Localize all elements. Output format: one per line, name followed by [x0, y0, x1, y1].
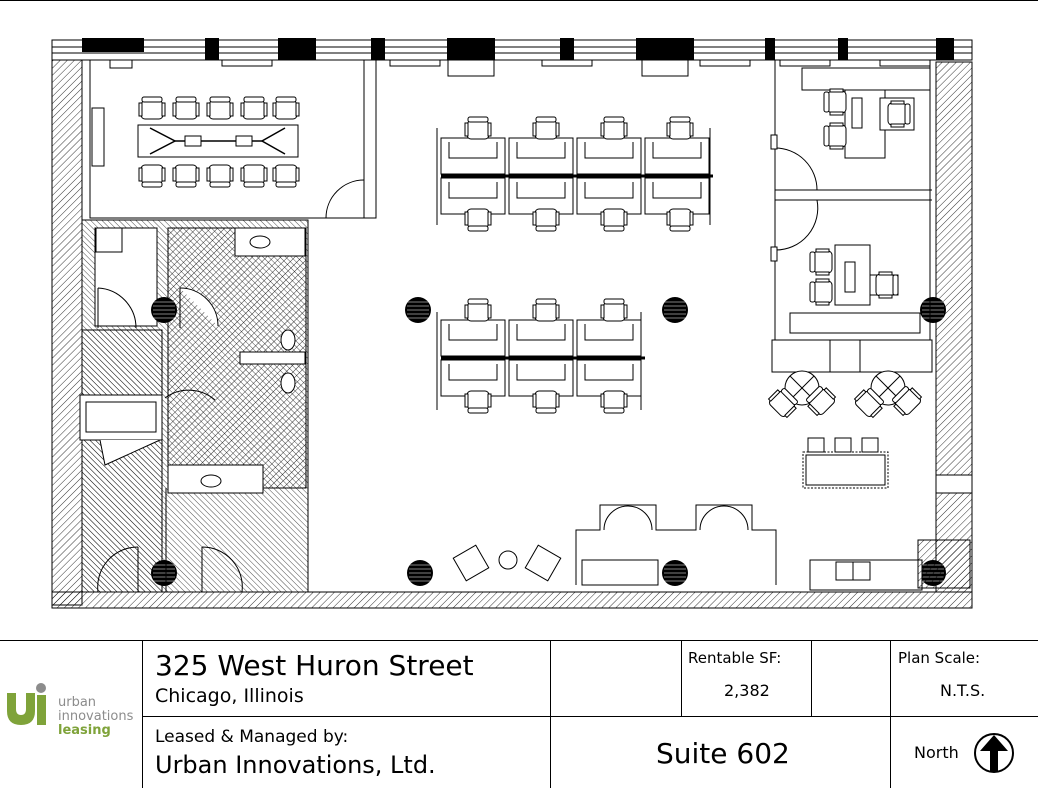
chair-icon: [600, 298, 628, 322]
rentable-sf-value: 2,382: [724, 681, 770, 700]
entry-vestibule: [575, 504, 777, 586]
break-table: [802, 437, 889, 489]
office-chairs: [809, 88, 911, 306]
chair-icon: [767, 388, 798, 419]
rentable-sf-label: Rentable SF:: [688, 649, 782, 667]
workstation-desk: [644, 137, 710, 175]
workstation-desk: [644, 177, 710, 215]
round-table-icon: [853, 370, 923, 419]
workstation-desk: [576, 137, 642, 175]
chair-icon: [138, 96, 166, 120]
chair-icon: [887, 100, 911, 128]
column-icon: [920, 297, 946, 323]
chair-icon: [532, 208, 560, 232]
chair-icon: [206, 96, 234, 120]
property-street: 325 West Huron Street: [155, 649, 474, 682]
company-logo: urban innovations leasing: [5, 681, 140, 741]
chair-icon: [875, 271, 899, 299]
round-table-icon: [767, 370, 837, 419]
chair-icon: [464, 208, 492, 232]
plan-scale-value: N.T.S.: [940, 681, 986, 700]
chair-icon: [272, 96, 300, 120]
chair-icon: [823, 88, 847, 116]
building-columns: [151, 297, 946, 586]
workstation-desk: [440, 359, 506, 397]
column-icon: [405, 297, 431, 323]
logo-line-urban: urban: [58, 695, 97, 710]
chair-icon: [532, 298, 560, 322]
manager-label: Leased & Managed by:: [155, 727, 349, 747]
column-icon: [151, 297, 177, 323]
column-icon: [407, 560, 433, 586]
chair-icon: [600, 390, 628, 414]
logo-line-leasing: leasing: [58, 723, 111, 738]
chair-icon: [600, 208, 628, 232]
column-icon: [662, 560, 688, 586]
chair-icon: [240, 96, 268, 120]
chair-icon: [666, 116, 694, 140]
exterior-walls: [51, 38, 973, 609]
round-tables: [767, 370, 923, 419]
chair-icon: [138, 164, 166, 188]
property-city: Chicago, Illinois: [155, 685, 304, 707]
workstation-desk: [440, 137, 506, 175]
chair-icon: [532, 390, 560, 414]
chair-icon: [240, 164, 268, 188]
chair-icon: [809, 278, 833, 306]
conference-chairs: [138, 96, 300, 188]
manager-name: Urban Innovations, Ltd.: [155, 751, 436, 779]
logo-line-innovations: innovations: [58, 709, 134, 724]
workstation-desk: [508, 359, 574, 397]
chair-icon: [172, 96, 200, 120]
logo-mark-icon: [7, 683, 46, 725]
conference-room: [89, 59, 377, 219]
workstation-desk: [576, 319, 642, 357]
north-label: North: [914, 743, 959, 762]
private-offices: [770, 60, 933, 373]
column-icon: [662, 297, 688, 323]
column-icon: [151, 560, 177, 586]
title-block: urban innovations leasing 325 West Huron…: [0, 640, 1038, 788]
chair-icon: [464, 298, 492, 322]
chair-icon: [532, 116, 560, 140]
suite-number: Suite 602: [656, 737, 790, 770]
chair-icon: [206, 164, 234, 188]
floor-plan: [0, 0, 1038, 609]
chair-icon: [809, 248, 833, 276]
lobby-seating: [452, 544, 562, 582]
chair-icon: [464, 390, 492, 414]
plan-scale-label: Plan Scale:: [898, 649, 981, 667]
workstation-desk: [440, 177, 506, 215]
workstation-desk: [440, 319, 506, 357]
chair-icon: [892, 386, 923, 417]
core-area: [79, 219, 309, 593]
workstation-desk: [508, 137, 574, 175]
chair-icon: [806, 386, 837, 417]
chair-icon: [600, 116, 628, 140]
chair-icon: [823, 122, 847, 150]
chair-icon: [172, 164, 200, 188]
workstation-clusters: [436, 116, 713, 414]
chair-icon: [666, 208, 694, 232]
chair-icon: [464, 116, 492, 140]
north-arrow-icon: [974, 733, 1014, 773]
chair-icon: [853, 388, 884, 419]
kitchenette: [809, 474, 973, 591]
workstation-desk: [508, 319, 574, 357]
chair-icon: [272, 164, 300, 188]
